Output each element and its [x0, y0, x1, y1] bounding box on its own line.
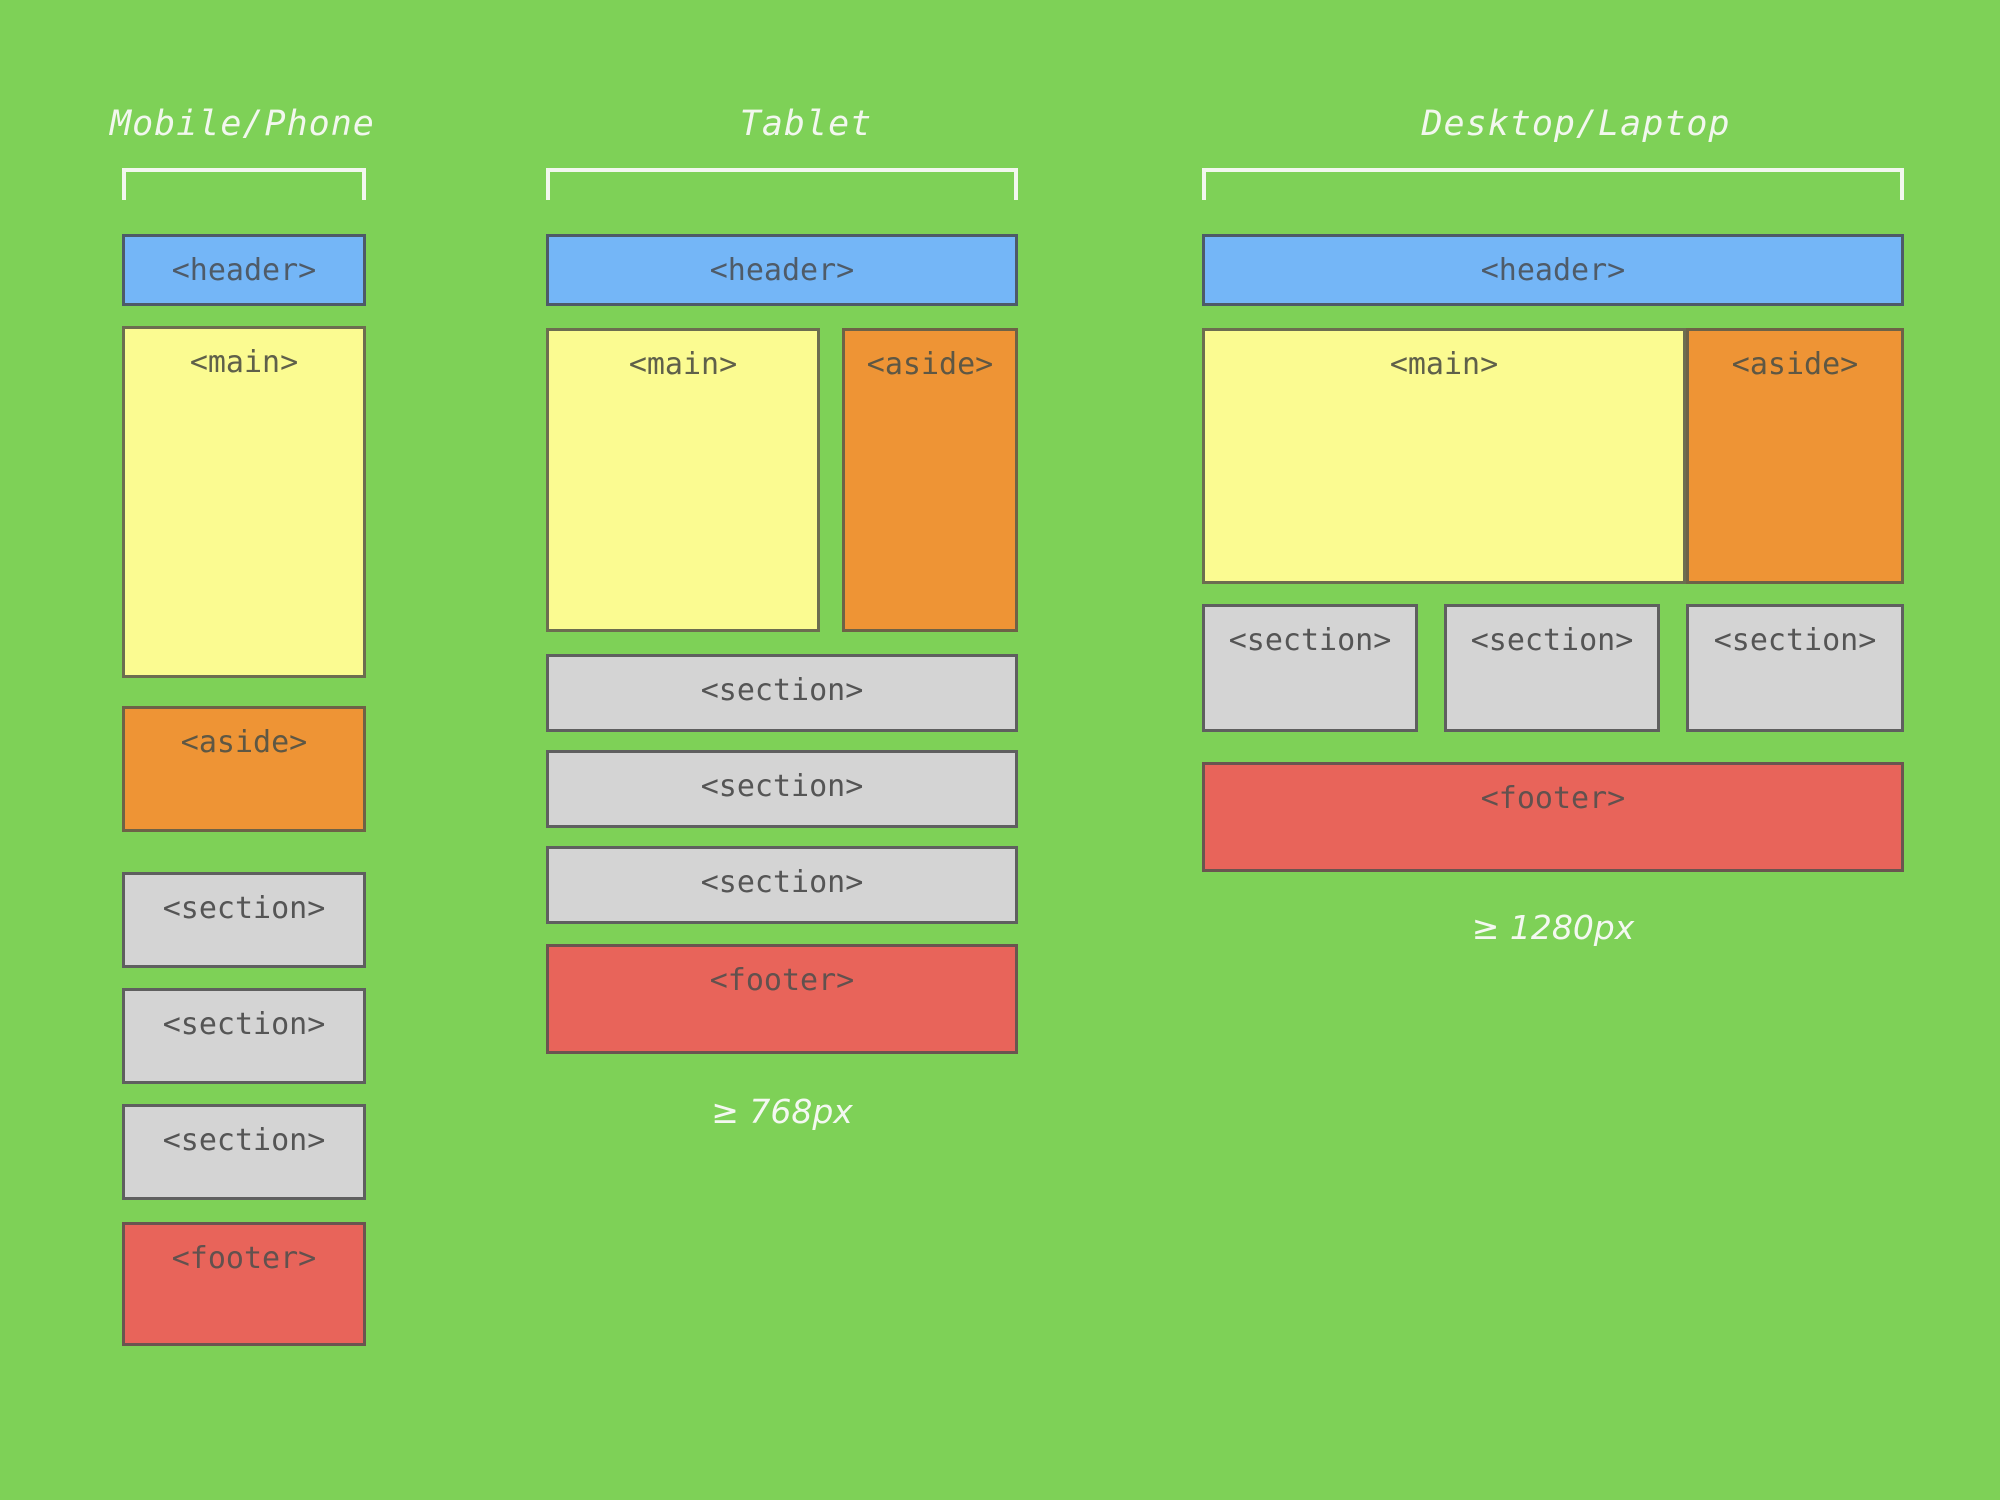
box-main-desktop: <main>	[1202, 328, 1686, 584]
box-section-mobile-3: <section>	[122, 1104, 366, 1200]
box-section-desktop-1: <section>	[1202, 604, 1418, 732]
device-frame-desktop	[1202, 168, 1904, 200]
box-section-tablet-2: <section>	[546, 750, 1018, 828]
box-footer-tablet: <footer>	[546, 944, 1018, 1054]
column-title-tablet: Tablet	[739, 104, 873, 144]
column-title-mobile: Mobile/Phone	[110, 104, 375, 144]
box-aside-mobile: <aside>	[122, 706, 366, 832]
box-aside-desktop: <aside>	[1686, 328, 1904, 584]
box-footer-mobile: <footer>	[122, 1222, 366, 1346]
device-frame-mobile	[122, 168, 366, 200]
box-header-mobile: <header>	[122, 234, 366, 306]
box-aside-tablet: <aside>	[842, 328, 1018, 632]
breakpoint-label-tablet: ≥ 768px	[711, 1092, 853, 1131]
box-section-tablet-3: <section>	[546, 846, 1018, 924]
box-section-desktop-3: <section>	[1686, 604, 1904, 732]
box-header-desktop: <header>	[1202, 234, 1904, 306]
box-section-tablet-1: <section>	[546, 654, 1018, 732]
box-section-desktop-2: <section>	[1444, 604, 1660, 732]
box-header-tablet: <header>	[546, 234, 1018, 306]
box-footer-desktop: <footer>	[1202, 762, 1904, 872]
box-section-mobile-1: <section>	[122, 872, 366, 968]
device-frame-tablet	[546, 168, 1018, 200]
box-main-tablet: <main>	[546, 328, 820, 632]
column-title-desktop: Desktop/Laptop	[1421, 104, 1731, 144]
box-section-mobile-2: <section>	[122, 988, 366, 1084]
box-main-mobile: <main>	[122, 326, 366, 678]
breakpoint-label-desktop: ≥ 1280px	[1471, 908, 1635, 947]
